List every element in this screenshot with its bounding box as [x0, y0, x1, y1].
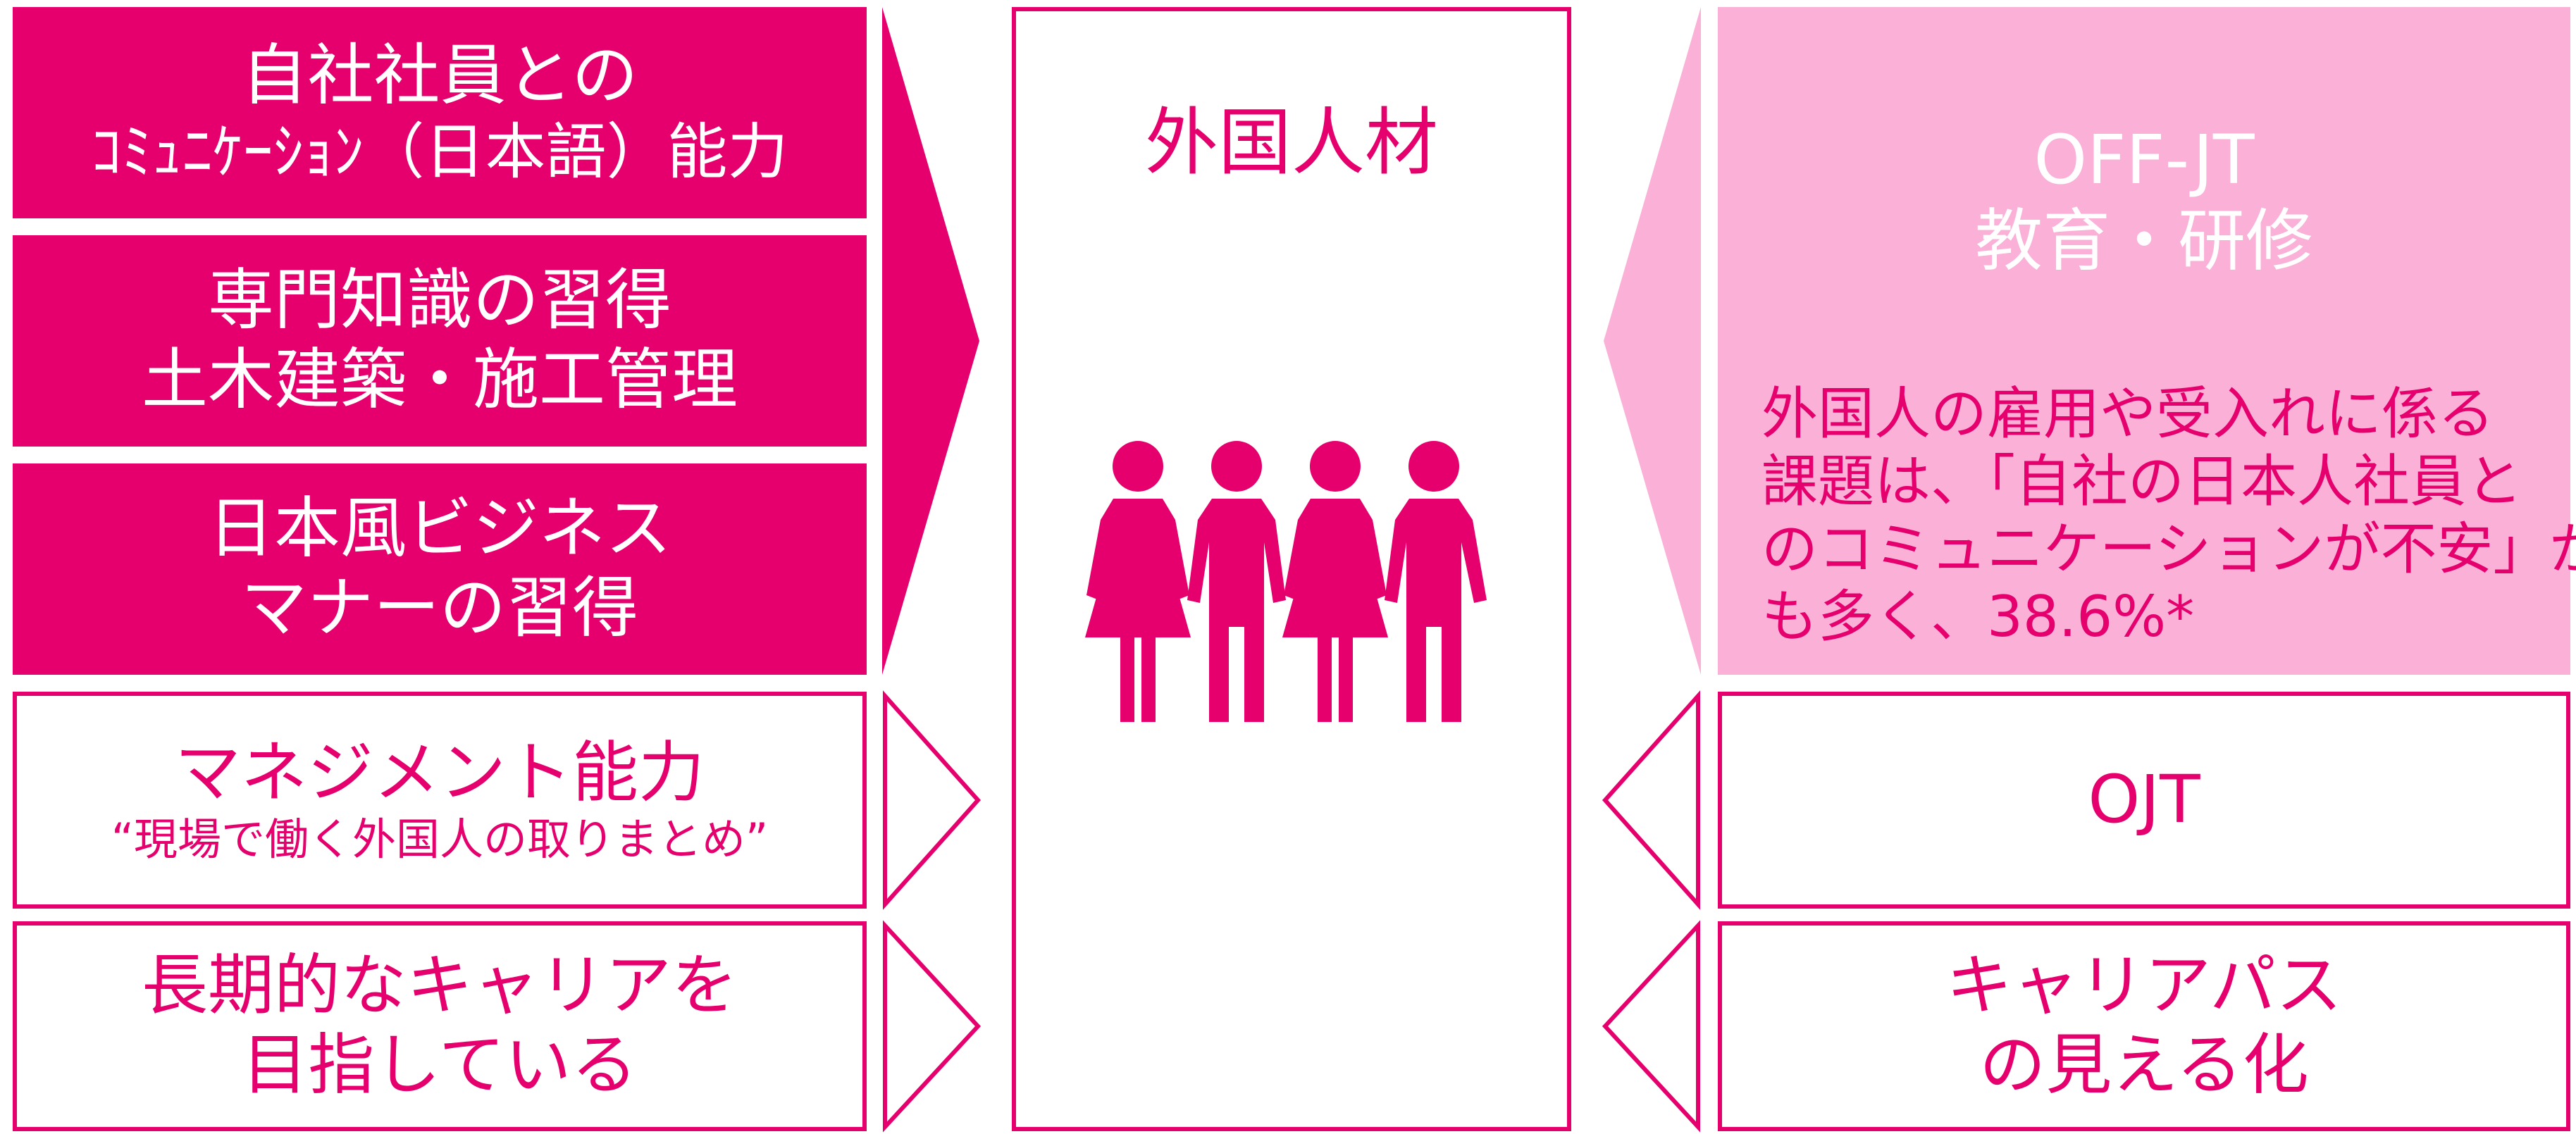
expertise-box: 専門知識の習得 土木建築・施工管理 [13, 235, 867, 447]
expertise-line-2: 土木建築・施工管理 [141, 342, 738, 418]
note-line-2: 課題は、「自社の日本人社員と [1761, 449, 2522, 514]
management-line-2: “現場で働く外国人の取りまとめ” [111, 814, 769, 866]
communication-line-2: ｺﾐｭﾆｹｰｼｮﾝ（日本語）能力 [91, 116, 788, 187]
ojt-label: OJT [2088, 761, 2200, 838]
business-manners-box: 日本風ビジネス マナーの習得 [13, 463, 867, 675]
manners-line-2: マナーの習得 [240, 570, 638, 647]
management-skill-box: マネジメント能力 “現場で働く外国人の取りまとめ” [13, 692, 867, 909]
outline-left-arrow-2 [1602, 920, 1700, 1133]
expertise-line-1: 専門知識の習得 [207, 262, 671, 339]
manners-line-1: 日本風ビジネス [207, 490, 671, 568]
offjt-title-line-1: OFF-JT [2033, 120, 2255, 199]
foreign-talent-title: 外国人材 [1144, 99, 1438, 185]
career-path-line-2: の見える化 [1979, 1027, 2309, 1104]
note-line-3: のコミュニケーションが不安」が最 [1761, 516, 2576, 582]
career-line-2: 目指している [242, 1027, 638, 1104]
note-line-4: も多く、38.6%* [1761, 584, 2195, 649]
career-line-1: 長期的なキャリアを [141, 947, 738, 1025]
communication-skill-box: 自社社員との ｺﾐｭﾆｹｰｼｮﾝ（日本語）能力 [13, 7, 867, 218]
outline-right-arrow-1 [883, 690, 982, 910]
management-line-1: マネジメント能力 [174, 735, 705, 812]
large-left-arrow [1604, 7, 1701, 675]
communication-line-1: 自社社員との [241, 37, 638, 114]
career-path-line-1: キャリアパス [1945, 947, 2343, 1025]
career-path-box: キャリアパス の見える化 [1718, 921, 2570, 1131]
people-group-icon [1085, 441, 1487, 722]
large-right-arrow [882, 7, 979, 675]
outline-right-arrow-2 [883, 920, 982, 1133]
offjt-title-line-2: 教育・研修 [1975, 201, 2313, 281]
offjt-title: OFF-JT 教育・研修 [1718, 120, 2570, 282]
outline-left-arrow-1 [1602, 690, 1700, 910]
ojt-box: OJT [1718, 692, 2570, 909]
note-line-1: 外国人の雇用や受入れに係る [1761, 381, 2494, 447]
offjt-box [1718, 7, 2570, 675]
offjt-note: 外国人の雇用や受入れに係る 課題は、「自社の日本人社員と のコミュニケーションが… [1761, 380, 2576, 651]
long-term-career-box: 長期的なキャリアを 目指している [13, 921, 867, 1131]
